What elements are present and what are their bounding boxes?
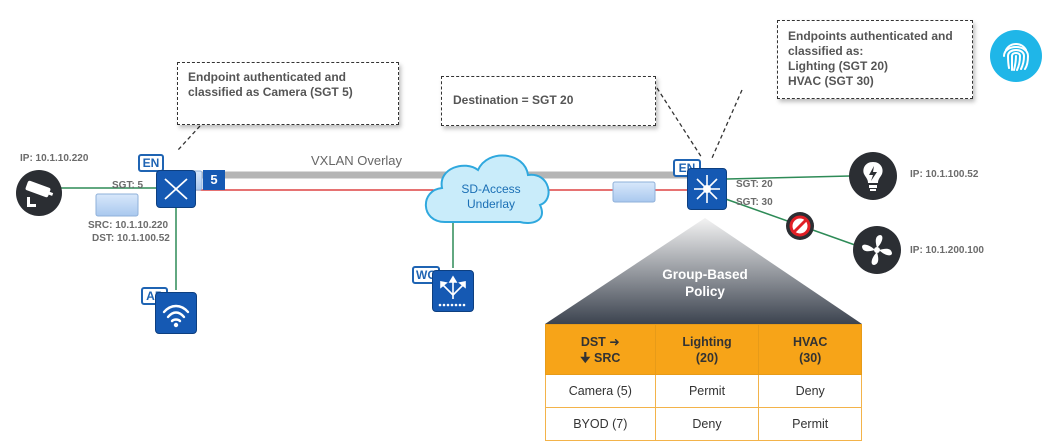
policy-header-row: DST ➜ 🠋 SRC Lighting (20) HVAC (30)	[545, 324, 862, 375]
callout-destination-text: Destination = SGT 20	[453, 93, 574, 107]
callout-pointer-destination	[656, 87, 703, 159]
row-hvac-action: Permit	[758, 407, 862, 441]
lighting-link	[726, 175, 851, 180]
packet-left	[95, 193, 139, 217]
camera-ip-label: IP: 10.1.10.220	[20, 153, 89, 164]
corner-dst-label: DST	[580, 334, 606, 349]
right-edge-switch[interactable]	[687, 168, 727, 210]
wireless-controller[interactable]	[432, 270, 474, 312]
security-camera-icon[interactable]	[16, 170, 62, 216]
left-edge-switch[interactable]	[156, 170, 196, 208]
lighting-sgt-label: SGT: 20	[736, 179, 773, 190]
row-lighting-action: Deny	[654, 407, 760, 441]
dst-ip-label: DST: 10.1.100.52	[92, 233, 170, 244]
callout-pointer-endpoints	[711, 89, 743, 159]
hvac-header-line2: (30)	[799, 350, 822, 365]
row-src: BYOD (7)	[545, 407, 656, 441]
switch-star-icon	[694, 175, 720, 203]
packet-right	[612, 181, 656, 203]
policy-corner-header: DST ➜ 🠋 SRC	[545, 324, 656, 375]
row-hvac-action: Deny	[758, 374, 862, 408]
policy-header-hvac: HVAC (30)	[758, 324, 862, 375]
lighting-header-line2: (20)	[695, 350, 719, 365]
hvac-fan-icon[interactable]	[853, 226, 901, 274]
callout-destination: Destination = SGT 20	[441, 76, 656, 126]
callout-endpoints-hvac: HVAC (SGT 30)	[788, 74, 874, 88]
policy-matrix-table: DST ➜ 🠋 SRC Lighting (20) HVAC (30) Came…	[545, 324, 862, 441]
callout-camera-text: Endpoint authenticated and classified as…	[188, 70, 353, 99]
table-row: BYOD (7) Deny Permit	[545, 407, 862, 441]
src-ip-label: SRC: 10.1.10.220	[88, 220, 169, 231]
vxlan-overlay-label: VXLAN Overlay	[311, 153, 403, 168]
cloud-line2: Underlay	[466, 197, 516, 211]
controller-arrows-icon	[438, 275, 466, 307]
access-point[interactable]	[155, 292, 197, 334]
lightbulb-icon[interactable]	[849, 152, 897, 200]
corner-src-label: SRC	[594, 350, 621, 365]
callout-pointer-camera	[177, 125, 201, 151]
wifi-icon	[162, 304, 190, 328]
callout-endpoints: Endpoints authenticated and classified a…	[777, 20, 973, 99]
lighting-ip-label: IP: 10.1.100.52	[910, 169, 979, 180]
arrow-down-icon: 🠋	[580, 350, 591, 365]
lighting-header-line1: Lighting	[682, 334, 732, 349]
row-src: Camera (5)	[545, 374, 656, 408]
fingerprint-icon	[990, 30, 1042, 82]
callout-camera: Endpoint authenticated and classified as…	[177, 62, 399, 125]
row-lighting-action: Permit	[654, 374, 760, 408]
blocked-icon	[786, 212, 814, 240]
hvac-ip-label: IP: 10.1.200.100	[910, 245, 984, 256]
hvac-header-line1: HVAC	[792, 334, 828, 349]
switch-arrows-icon	[164, 178, 188, 200]
table-row: Camera (5) Permit Deny	[545, 374, 862, 408]
camera-sgt-label: SGT: 5	[112, 180, 144, 191]
cloud-line1: SD-Access	[461, 182, 521, 196]
hvac-sgt-label: SGT: 30	[736, 197, 773, 208]
arrow-right-icon: ➜	[609, 334, 620, 349]
sd-access-cloud: SD-Access Underlay	[449, 182, 533, 212]
sd-access-cloud-shape	[424, 154, 550, 224]
sgt-badge: 5	[203, 170, 225, 190]
left-edge-node-label: EN	[138, 154, 164, 172]
policy-title: Group-Based Policy	[640, 266, 770, 300]
policy-header-lighting: Lighting (20)	[654, 324, 760, 375]
policy-title-line2: Policy	[685, 284, 725, 299]
policy-title-line1: Group-Based	[662, 267, 748, 282]
policy-triangle	[545, 218, 862, 324]
callout-endpoints-title: Endpoints authenticated and classified a…	[788, 29, 953, 58]
callout-endpoints-lighting: Lighting (SGT 20)	[788, 59, 888, 73]
